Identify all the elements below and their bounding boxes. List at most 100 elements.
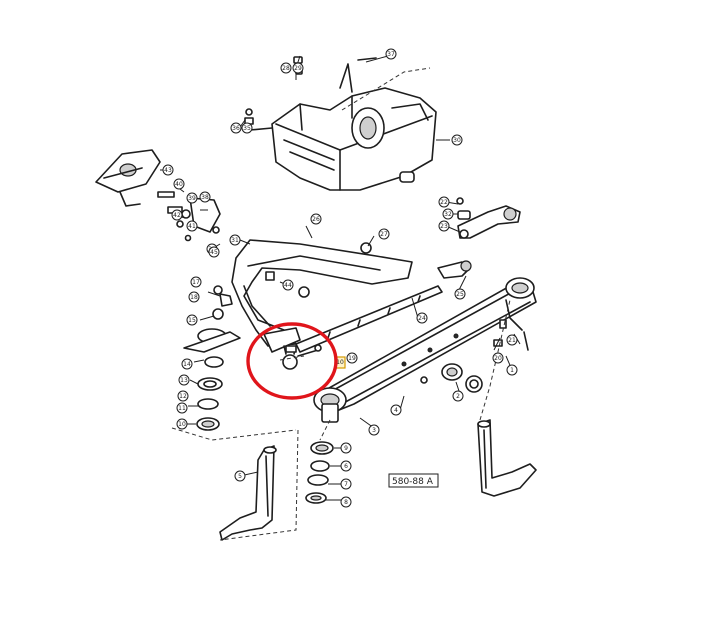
callout-number: 27 — [380, 231, 388, 238]
radius-rod — [231, 239, 413, 347]
callout-number: 13 — [180, 377, 188, 384]
callout-number: 14 — [183, 361, 191, 368]
callout-bubble — [186, 192, 198, 204]
callout-number: 39 — [188, 195, 196, 202]
steering-arm — [456, 197, 521, 239]
axle-bushings — [420, 363, 483, 393]
callout-bubble — [230, 122, 242, 134]
callout-number: 6 — [344, 463, 348, 470]
callout-number: 23 — [440, 223, 448, 230]
callout-bubble — [176, 418, 188, 430]
tie-rod-end-ball-joint — [263, 327, 322, 370]
callout-number: 35 — [243, 125, 251, 132]
callout-bubble — [506, 364, 518, 376]
callout-bubble — [186, 314, 198, 326]
callout-number: 4 — [394, 407, 398, 414]
callout-number: 36 — [232, 125, 240, 132]
callout-bubble — [292, 62, 304, 74]
callout-number: 7 — [344, 481, 348, 488]
callout-number: 40 — [175, 181, 183, 188]
callout-number: 29 — [294, 65, 302, 72]
callout-number: 25 — [456, 291, 464, 298]
callout-number: 19 — [348, 355, 356, 362]
callout-bubble — [378, 228, 390, 240]
callout-number: 45 — [210, 249, 218, 256]
callout-bubble — [340, 478, 352, 490]
callout-bubble — [177, 390, 189, 402]
front-axle-beam — [313, 277, 537, 423]
callout-bubble — [452, 390, 464, 402]
callout-number: 26 — [312, 216, 320, 223]
callout-bubble — [451, 134, 463, 146]
callout-bubble — [171, 209, 183, 221]
callout-bubble — [176, 402, 188, 414]
callout-bubble — [229, 234, 241, 246]
callout-bubble — [346, 352, 358, 364]
callout-number: 21 — [508, 337, 516, 344]
callout-bubble — [454, 288, 466, 300]
highlight-circle — [246, 322, 338, 400]
right-steering-knuckle — [477, 419, 537, 497]
highlighted-part-number: 10 — [336, 359, 344, 366]
reference-code-box: 580-88 A — [388, 473, 439, 488]
callout-number: 38 — [201, 194, 209, 201]
callout-number: 9 — [344, 445, 348, 452]
callout-number: 3 — [372, 427, 376, 434]
callout-bubble — [199, 191, 211, 203]
callout-bubble — [340, 460, 352, 472]
callout-bubble — [188, 291, 200, 303]
callout-bubble — [340, 496, 352, 508]
callout-number: 1 — [510, 367, 514, 374]
callout-number: 18 — [190, 294, 198, 301]
callout-bubble — [181, 358, 193, 370]
tie-rod — [295, 260, 472, 353]
callout-number: 22 — [440, 199, 448, 206]
center-seal-stack — [305, 441, 334, 504]
callout-number: 43 — [164, 167, 172, 174]
callout-number: 30 — [453, 137, 461, 144]
callout-bubble — [186, 220, 198, 232]
callout-bubble — [241, 122, 253, 134]
callout-bubble — [492, 352, 504, 364]
callout-number: 17 — [192, 279, 200, 286]
callout-bubble — [234, 470, 246, 482]
callout-number: 10 — [178, 421, 186, 428]
callout-number: 41 — [188, 223, 196, 230]
callout-number: 2 — [456, 393, 460, 400]
axle-support-bracket — [249, 57, 437, 191]
callout-number: 37 — [387, 51, 395, 58]
callout-number: 42 — [173, 212, 181, 219]
callout-number: 12 — [179, 393, 187, 400]
callout-bubble — [280, 62, 292, 74]
callout-number: 32 — [444, 211, 452, 218]
callout-bubble — [438, 196, 450, 208]
callout-bubble — [173, 178, 185, 190]
reference-code: 580-88 A — [392, 477, 434, 487]
callout-number: 24 — [418, 315, 426, 322]
callout-bubble — [282, 279, 294, 291]
callout-bubble — [385, 48, 397, 60]
callout-number: 20 — [494, 355, 502, 362]
callout-bubble — [190, 276, 202, 288]
callout-number: 11 — [178, 405, 186, 412]
callout-number: 44 — [284, 282, 292, 289]
callout-bubble — [340, 442, 352, 454]
callout-number: 31 — [231, 237, 239, 244]
left-pivot-plate — [95, 149, 161, 207]
callout-bubble — [416, 312, 428, 324]
left-steering-knuckle — [219, 445, 277, 541]
callout-bubble — [162, 164, 174, 176]
callout-bubble — [310, 213, 322, 225]
callout-number: 28 — [282, 65, 290, 72]
callout-number: 8 — [344, 499, 348, 506]
callout-bubble — [438, 220, 450, 232]
callout-number: 15 — [188, 317, 196, 324]
callout-bubble — [178, 374, 190, 386]
callout-bubble — [390, 404, 402, 416]
left-bearing-stack — [183, 285, 241, 431]
callout-bubble — [442, 208, 454, 220]
callout-bubble — [506, 334, 518, 346]
callout-labels: 3728293635304340393842413331263227441718… — [162, 48, 518, 508]
callout-bubble — [208, 246, 220, 258]
